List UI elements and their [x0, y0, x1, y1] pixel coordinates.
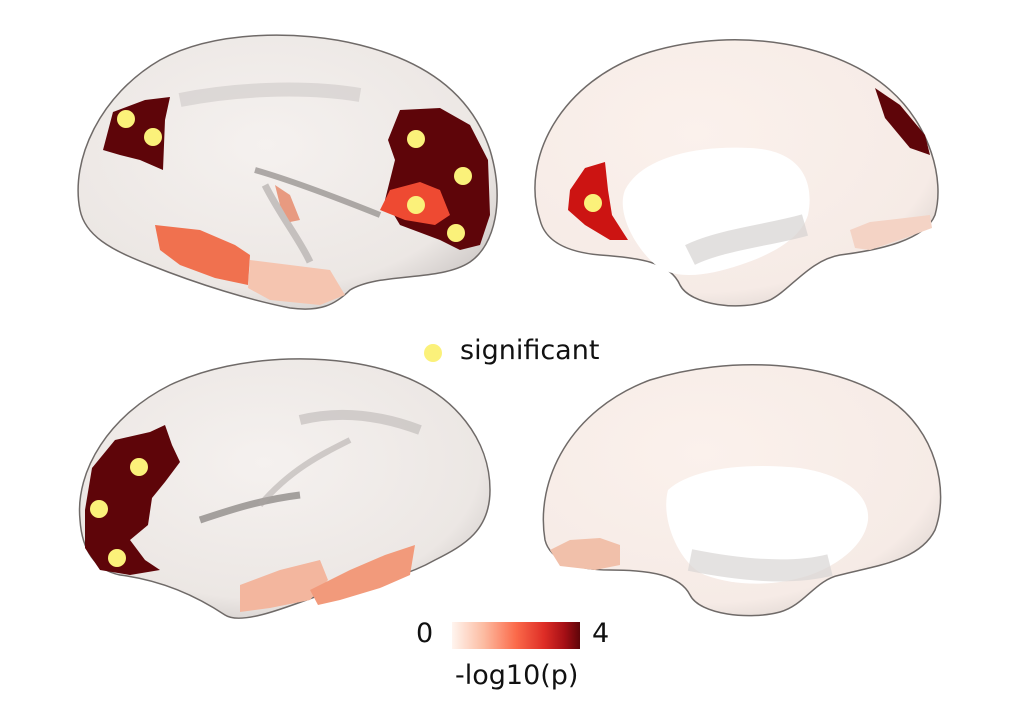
significant-marker	[144, 128, 162, 146]
significance-markers	[90, 110, 602, 567]
legend-marker-significant	[424, 344, 442, 362]
significant-marker	[90, 500, 108, 518]
sulcus-shadow	[261, 183, 314, 264]
significant-marker	[447, 224, 465, 242]
panel-top-right-medial	[534, 39, 939, 307]
region-frontal-dark	[85, 425, 180, 575]
region-lingual-light	[550, 538, 620, 570]
region-insula-small	[275, 185, 300, 222]
region-occipital-medial-dark	[875, 88, 930, 155]
panel-bottom-right-medial	[542, 363, 942, 617]
sulcus-shadow	[257, 437, 352, 507]
significant-marker	[584, 194, 602, 212]
colorbar-min-label: 0	[416, 618, 434, 649]
region-temporal-light	[248, 260, 345, 305]
region-lingual-light	[850, 215, 932, 250]
significant-marker	[407, 130, 425, 148]
significant-marker	[117, 110, 135, 128]
panel-bottom-left-lateral	[78, 358, 491, 619]
medial-wall-shadow	[685, 214, 809, 266]
significant-marker	[130, 458, 148, 476]
significant-marker	[407, 196, 425, 214]
sulcus-shadow	[178, 82, 362, 107]
significant-marker	[108, 549, 126, 567]
sulcus-shadow	[298, 409, 422, 435]
sylvian-fissure	[254, 167, 382, 218]
colorbar	[452, 622, 580, 649]
region-temporal-orange	[155, 225, 250, 285]
panel-top-left-lateral	[77, 34, 498, 310]
region-temporal-light-1	[240, 560, 328, 612]
significant-marker	[454, 167, 472, 185]
colorbar-title: -log10(p)	[455, 660, 579, 691]
medial-wall-shadow	[687, 549, 833, 582]
legend-label-significant: significant	[460, 335, 600, 366]
colorbar-max-label: 4	[592, 618, 610, 649]
sylvian-fissure	[198, 491, 301, 524]
region-temporal-light-2	[310, 545, 415, 605]
